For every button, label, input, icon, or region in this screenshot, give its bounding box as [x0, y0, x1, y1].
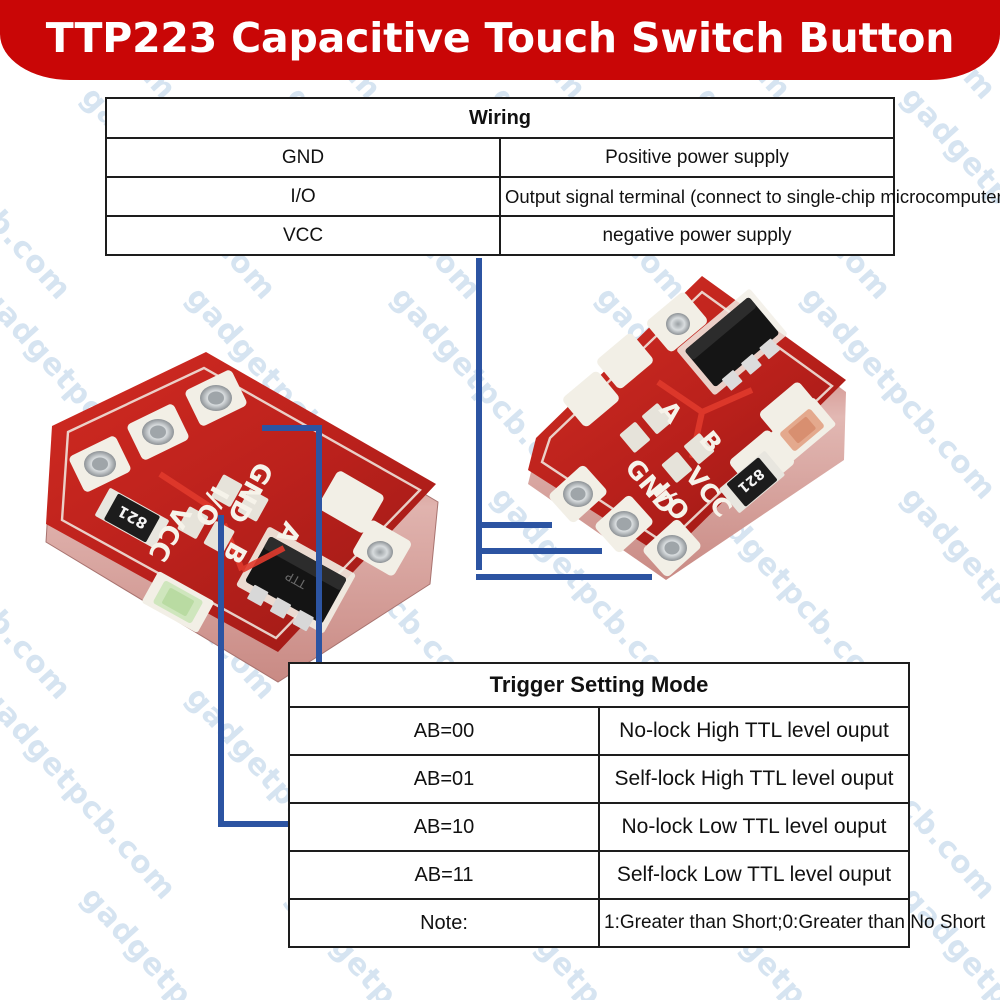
watermark-text: gadgetpcb.com [0, 80, 79, 308]
trigger-desc-01: Self-lock High TTL level ouput [598, 754, 910, 804]
trigger-desc-00: No-lock High TTL level ouput [598, 706, 910, 756]
wiring-table: Wiring GND Positive power supply I/O Out… [105, 97, 1000, 256]
trigger-setting-01: AB=01 [288, 754, 600, 804]
pcb-through-holes-left [69, 370, 247, 492]
trigger-setting-00: AB=00 [288, 706, 600, 756]
trigger-setting-mode-table: Trigger Setting Mode AB=00 No-lock High … [288, 662, 985, 948]
table-row: I/O Output signal terminal (connect to s… [105, 176, 1000, 217]
wiring-table-title: Wiring [105, 97, 895, 139]
trigger-desc-11: Self-lock Low TTL level ouput [598, 850, 910, 900]
table-row: AB=11 Self-lock Low TTL level ouput [288, 850, 910, 900]
pcb-through-holes-right [549, 465, 701, 577]
trigger-table-title: Trigger Setting Mode [288, 662, 910, 708]
page-title: TTP223 Capacitive Touch Switch Button [45, 13, 955, 62]
table-row: VCC negative power supply [105, 215, 895, 256]
table-row: Note: 1:Greater than Short;0:Greater tha… [288, 898, 985, 948]
wiring-table-header-row: Wiring [105, 97, 895, 139]
table-row: AB=10 No-lock Low TTL level ouput [288, 802, 910, 852]
ab-solder-pads-left [177, 474, 269, 554]
watermark-text: gadgetpcb.com [0, 680, 184, 908]
trigger-desc-10: No-lock Low TTL level ouput [598, 802, 910, 852]
trigger-note-label: Note: [288, 898, 600, 948]
trigger-table-header-row: Trigger Setting Mode [288, 662, 910, 708]
wiring-desc-vcc: negative power supply [499, 215, 895, 256]
table-row: GND Positive power supply [105, 137, 895, 178]
led-left [142, 571, 214, 633]
wiring-desc-gnd: Positive power supply [499, 137, 895, 178]
header-banner: TTP223 Capacitive Touch Switch Button [0, 0, 1000, 80]
led-right [768, 398, 836, 462]
watermark-text: gadgetpcb.com [0, 880, 79, 1000]
resistor-821-left: 821 [95, 488, 169, 548]
connector-pad-b-horizontal [218, 821, 290, 827]
pcb-board-left: 821 TTP [28, 352, 458, 692]
trigger-setting-11: AB=11 [288, 850, 600, 900]
trigger-note-text: 1:Greater than Short;0:Greater than No S… [598, 898, 985, 948]
wiring-pin-gnd: GND [105, 137, 501, 178]
pcb-board-right: 821 GND I/O VCC A B [506, 262, 866, 592]
trigger-setting-10: AB=10 [288, 802, 600, 852]
watermark-text: gadgetpcb.com [73, 880, 284, 1000]
pcb-corner-pads-left [318, 471, 411, 576]
ab-solder-pads-right [619, 403, 715, 483]
wiring-desc-io: Output signal terminal (connect to singl… [499, 176, 1000, 217]
connector-trunk-wiring [476, 258, 482, 570]
table-row: AB=00 No-lock High TTL level ouput [288, 706, 910, 756]
table-row: AB=01 Self-lock High TTL level ouput [288, 754, 910, 804]
ic-chip-right [677, 289, 787, 395]
wiring-pin-vcc: VCC [105, 215, 501, 256]
wiring-pin-io: I/O [105, 176, 501, 217]
